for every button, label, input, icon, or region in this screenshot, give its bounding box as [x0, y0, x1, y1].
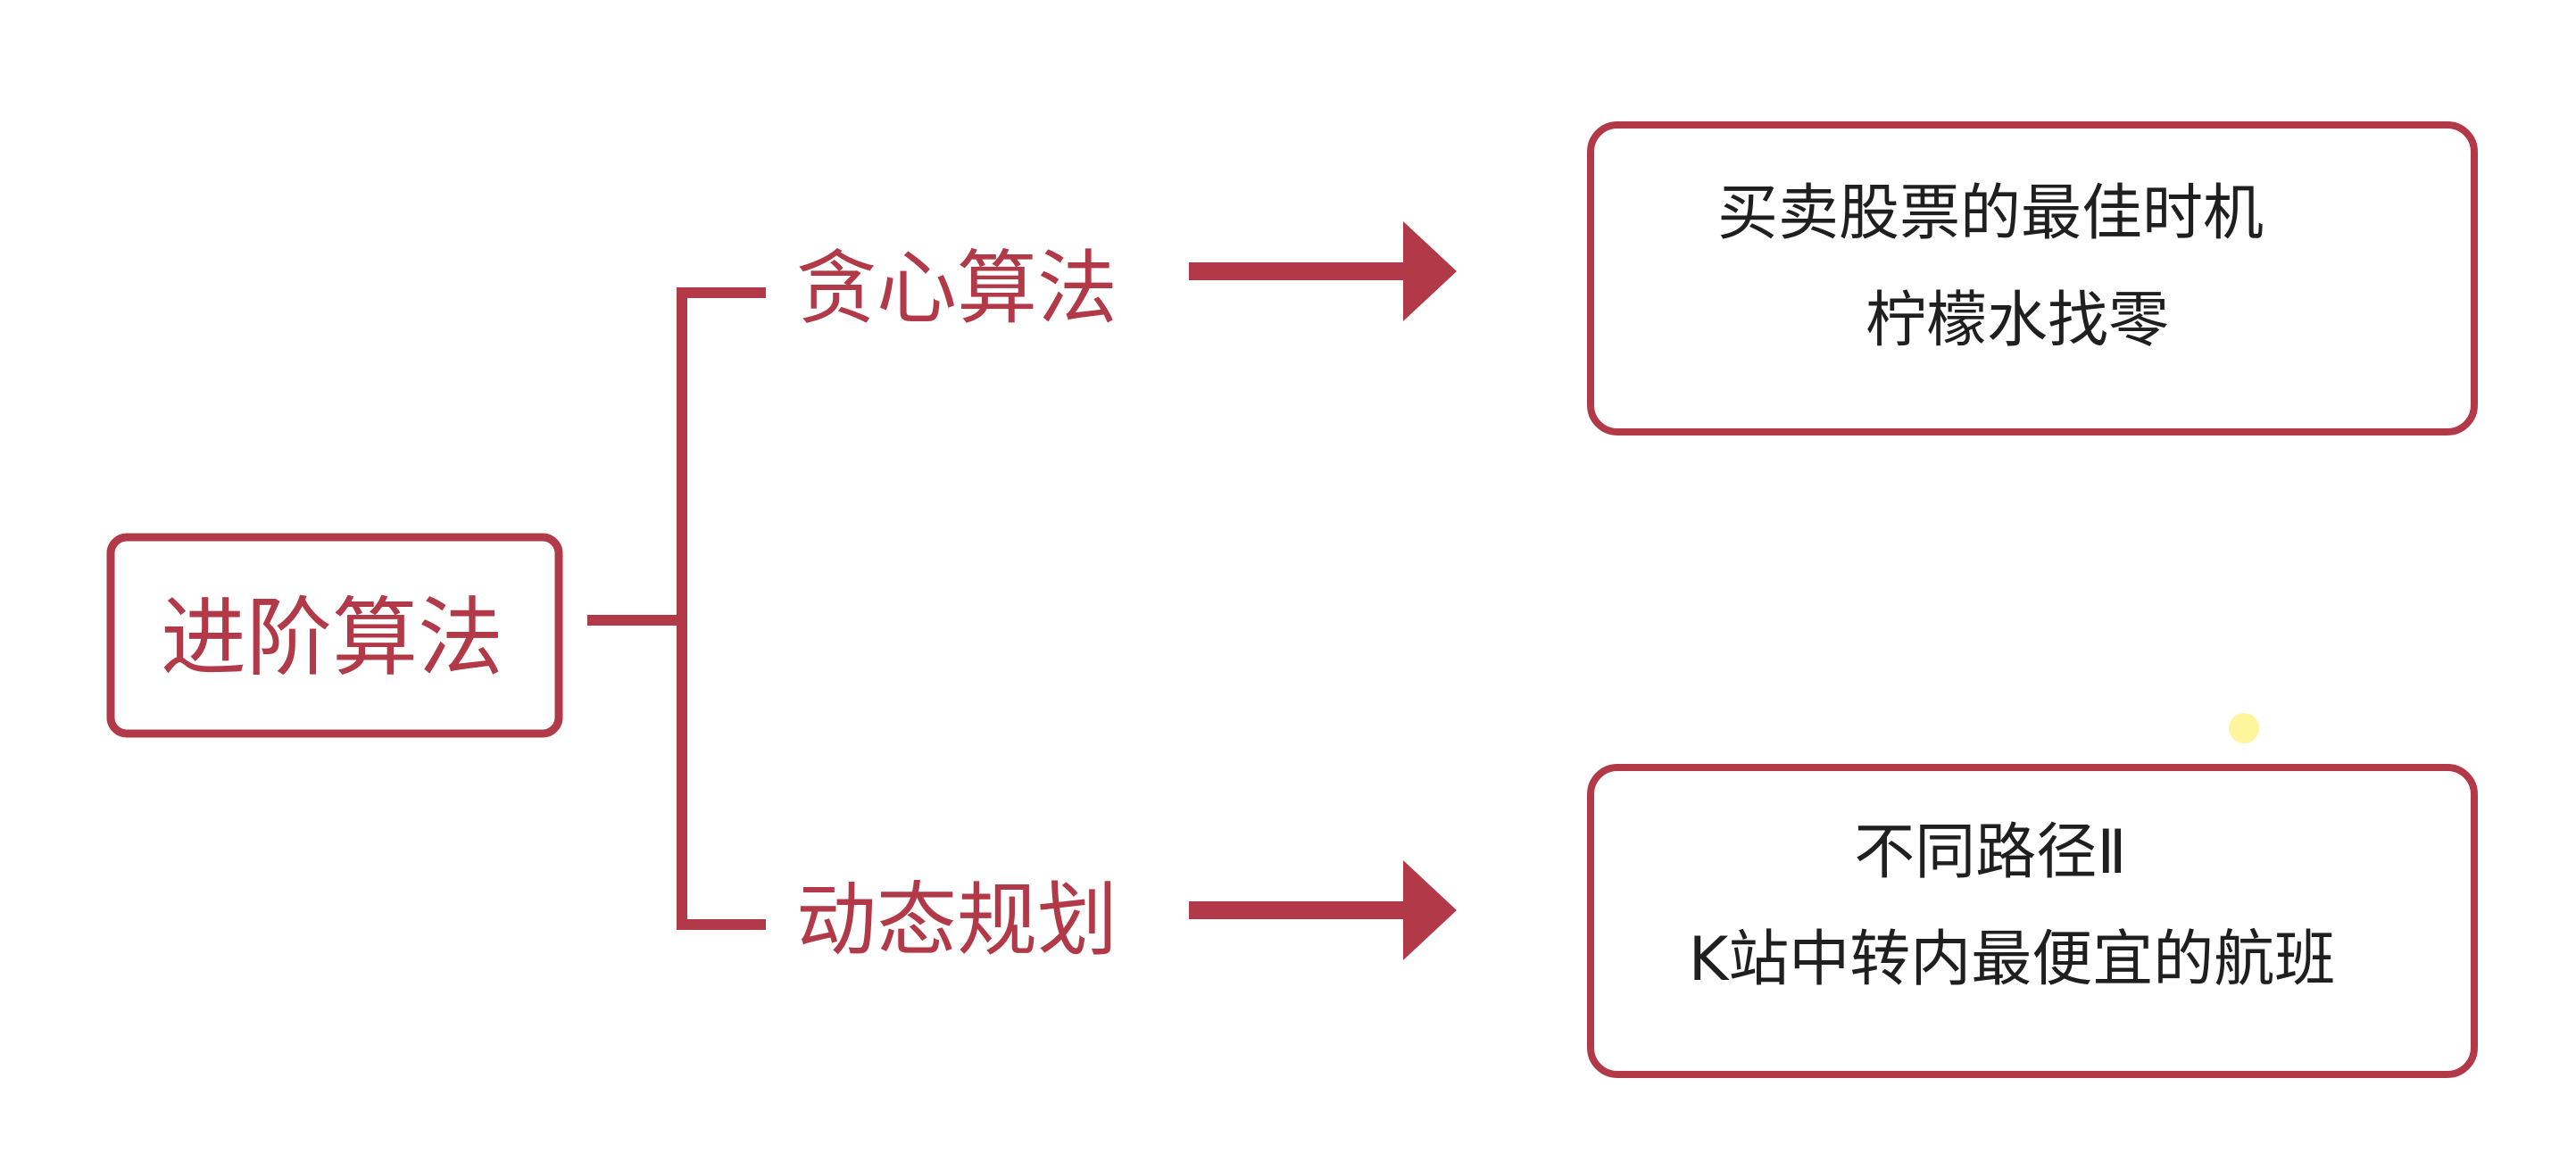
cursor-highlight-dot	[2229, 713, 2259, 743]
arrow-dp-head	[1403, 860, 1457, 960]
root-node-box	[106, 533, 563, 738]
dp-example-1: 不同路径Ⅱ	[1854, 817, 2126, 888]
arrow-greedy-head	[1403, 221, 1457, 321]
arrow-greedy	[1189, 221, 1457, 321]
branch-label-dynamic-programming: 动态规划	[796, 874, 1118, 967]
root-node-label: 进阶算法	[161, 588, 503, 688]
greedy-examples-box	[1587, 121, 2478, 435]
branch-label-greedy: 贪心算法	[796, 242, 1118, 336]
bracket-connector	[587, 287, 766, 930]
greedy-example-1: 买卖股票的最佳时机	[1717, 178, 2264, 249]
arrow-dynamic-programming	[1189, 860, 1457, 960]
greedy-example-2: 柠檬水找零	[1866, 286, 2169, 356]
dp-example-2: K站中转内最便宜的航班	[1689, 925, 2336, 995]
dp-examples-box	[1587, 764, 2478, 1078]
